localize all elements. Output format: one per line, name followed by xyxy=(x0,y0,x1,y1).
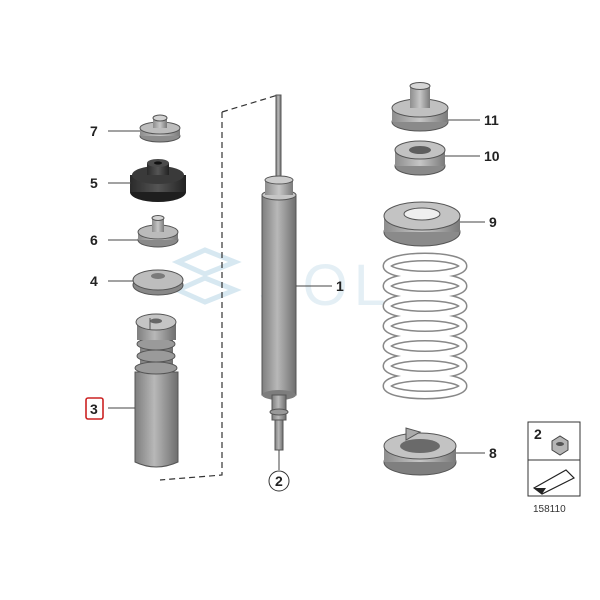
part-3-bump-stop xyxy=(134,313,179,468)
callout-1: 1 xyxy=(336,278,344,294)
coil-spring xyxy=(382,252,468,400)
callout-4: 4 xyxy=(90,273,98,289)
callout-5: 5 xyxy=(90,175,98,191)
callouts: 7 5 6 4 3 1 2 11 10 9 8 xyxy=(85,112,500,492)
callout-11: 11 xyxy=(484,112,499,128)
reference-box: 2 158110 xyxy=(527,421,581,515)
part-10-ring-seat xyxy=(394,140,446,176)
callout-3-highlight xyxy=(85,397,104,420)
reference-part-label: 2 xyxy=(534,426,542,442)
callout-10: 10 xyxy=(484,148,500,164)
part-1-shock-absorber xyxy=(261,94,297,470)
part-4-disc xyxy=(132,269,184,296)
part-5-rubber-mount xyxy=(130,159,186,202)
callout-9: 9 xyxy=(489,214,497,230)
callout-3: 3 xyxy=(90,401,98,417)
leader-lines xyxy=(108,119,485,470)
callout-6: 6 xyxy=(90,232,98,248)
diagram-number: 158110 xyxy=(533,504,566,515)
nut-icon xyxy=(551,435,569,456)
callout-2-circle xyxy=(268,470,290,492)
reference-arrow-icon xyxy=(532,469,576,495)
part-8-lower-spring-seat xyxy=(383,427,457,476)
part-6-washer xyxy=(137,215,179,248)
callout-8: 8 xyxy=(489,445,497,461)
assembly-bracket xyxy=(159,94,279,481)
part-9-upper-spring-pad xyxy=(383,201,461,247)
part-7-bushing xyxy=(139,114,181,143)
callout-7: 7 xyxy=(90,123,98,139)
part-11-spring-cap xyxy=(391,82,449,132)
callout-2: 2 xyxy=(275,473,283,489)
